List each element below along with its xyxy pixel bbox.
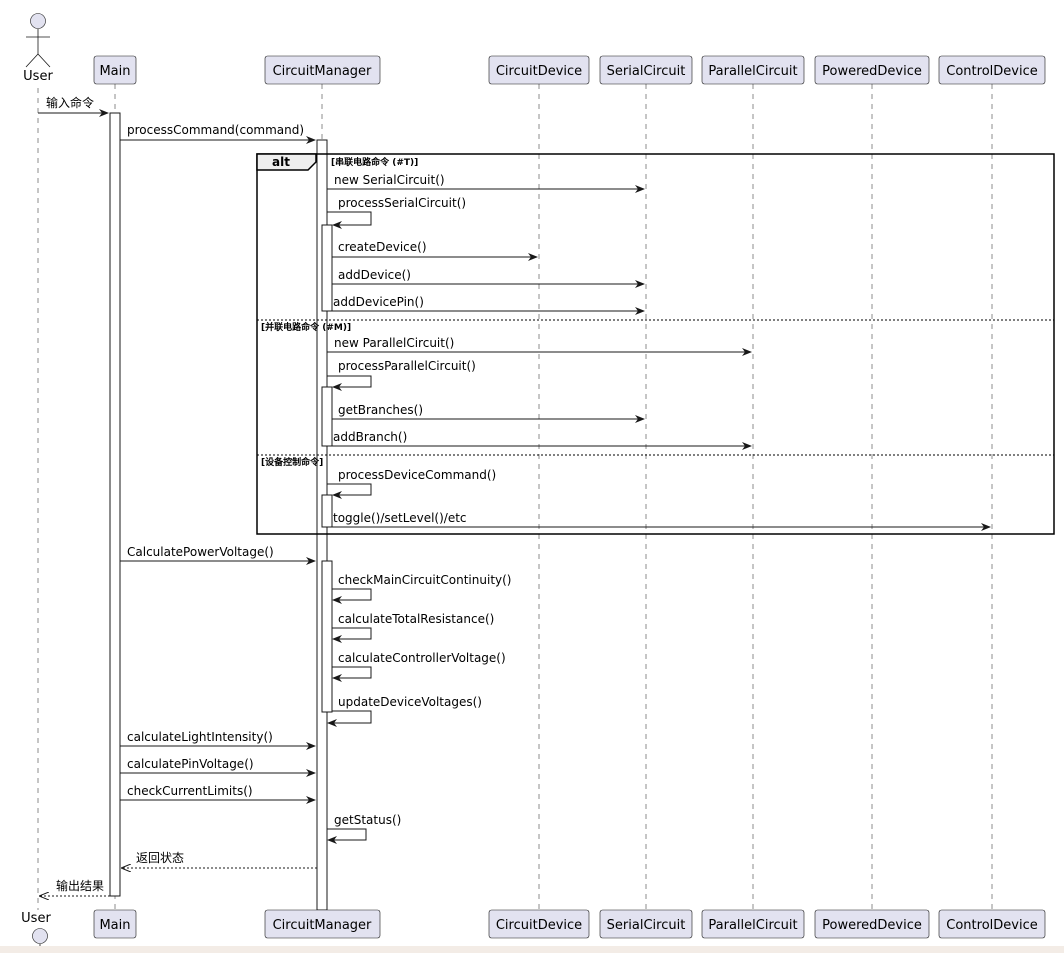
message-label: new ParallelCircuit(): [334, 336, 454, 350]
message-label: toggle()/setLevel()/etc: [333, 511, 467, 525]
self-message-arrow: [327, 211, 372, 229]
message-label: CalculatePowerVoltage(): [127, 545, 274, 559]
activation-power-calc: [321, 560, 333, 713]
participant-circuit-device: CircuitDevice: [496, 918, 582, 933]
alt-fragment: alt [串联电路命令 (#T)] [并联电路命令 (#M)] [设备控制命令]: [256, 153, 1055, 535]
participant-main: Main: [99, 918, 130, 933]
message-label: checkMainCircuitContinuity(): [338, 573, 511, 587]
self-message-arrow: [332, 588, 372, 604]
actor-label: User: [21, 911, 51, 926]
participant-circuit-device: CircuitDevice: [496, 64, 582, 79]
activation-serial-process: [321, 224, 333, 312]
message-label: calculatePinVoltage(): [127, 757, 254, 771]
message-label: 输入命令: [46, 95, 94, 110]
actor-user-bottom: User: [21, 911, 52, 953]
message-label: new SerialCircuit(): [334, 173, 445, 187]
message-label: 输出结果: [56, 878, 104, 893]
actor-user-top: User: [23, 13, 53, 84]
message-label: processCommand(command): [127, 123, 304, 137]
messages: 输入命令 processCommand(command) new SerialC…: [38, 95, 991, 896]
participants-top: Main CircuitManager CircuitDevice Serial…: [93, 55, 1046, 85]
message-label: calculateControllerVoltage(): [338, 651, 506, 665]
activation-device-process: [321, 494, 333, 528]
message-label: checkCurrentLimits(): [127, 784, 253, 798]
message-label: calculateLightIntensity(): [127, 730, 273, 744]
activation-parallel-process: [321, 386, 333, 447]
participant-control-device: ControlDevice: [946, 64, 1037, 79]
alt-guard-parallel: [并联电路命令 (#M)]: [261, 321, 351, 333]
self-message-arrow: [332, 666, 372, 682]
participant-serial-circuit: SerialCircuit: [607, 64, 686, 79]
activation-main: [109, 112, 121, 897]
participants-bottom: Main CircuitManager CircuitDevice Serial…: [93, 909, 1046, 939]
self-message-arrow: [327, 375, 372, 391]
message-label: processParallelCircuit(): [338, 359, 476, 373]
alt-frame: [256, 153, 1055, 535]
participant-circuit-manager: CircuitManager: [273, 64, 372, 79]
self-message-arrow: [327, 483, 372, 499]
message-label: processDeviceCommand(): [338, 468, 496, 482]
message-label: calculateTotalResistance(): [338, 612, 494, 626]
actor-head-icon: [32, 928, 48, 944]
message-label: addDevicePin(): [333, 295, 424, 309]
message-label: 返回状态: [136, 851, 184, 865]
message-label: processSerialCircuit(): [338, 196, 466, 210]
message-label: addBranch(): [333, 430, 407, 444]
participant-parallel-circuit: ParallelCircuit: [708, 918, 797, 933]
participant-circuit-manager: CircuitManager: [273, 918, 372, 933]
participant-main: Main: [99, 64, 130, 79]
self-message-arrow: [332, 627, 372, 643]
participant-powered-device: PoweredDevice: [822, 918, 922, 933]
message-label: getBranches(): [338, 403, 423, 417]
participant-serial-circuit: SerialCircuit: [607, 918, 686, 933]
alt-guard-serial: [串联电路命令 (#T)]: [331, 156, 418, 168]
message-label: getStatus(): [334, 813, 401, 827]
alt-keyword: alt: [272, 155, 290, 169]
window-bottom-edge: [0, 946, 1064, 953]
actor-head-icon: [30, 13, 46, 29]
message-label: addDevice(): [338, 268, 411, 282]
alt-guard-device: [设备控制命令]: [261, 456, 323, 468]
self-message-arrow: [327, 828, 367, 844]
participant-powered-device: PoweredDevice: [822, 64, 922, 79]
self-message-arrow: [327, 710, 372, 727]
participant-parallel-circuit: ParallelCircuit: [708, 64, 797, 79]
participant-control-device: ControlDevice: [946, 918, 1037, 933]
activations: [109, 112, 333, 911]
message-label: updateDeviceVoltages(): [338, 695, 482, 709]
actor-label: User: [23, 69, 53, 84]
message-label: createDevice(): [338, 240, 427, 254]
